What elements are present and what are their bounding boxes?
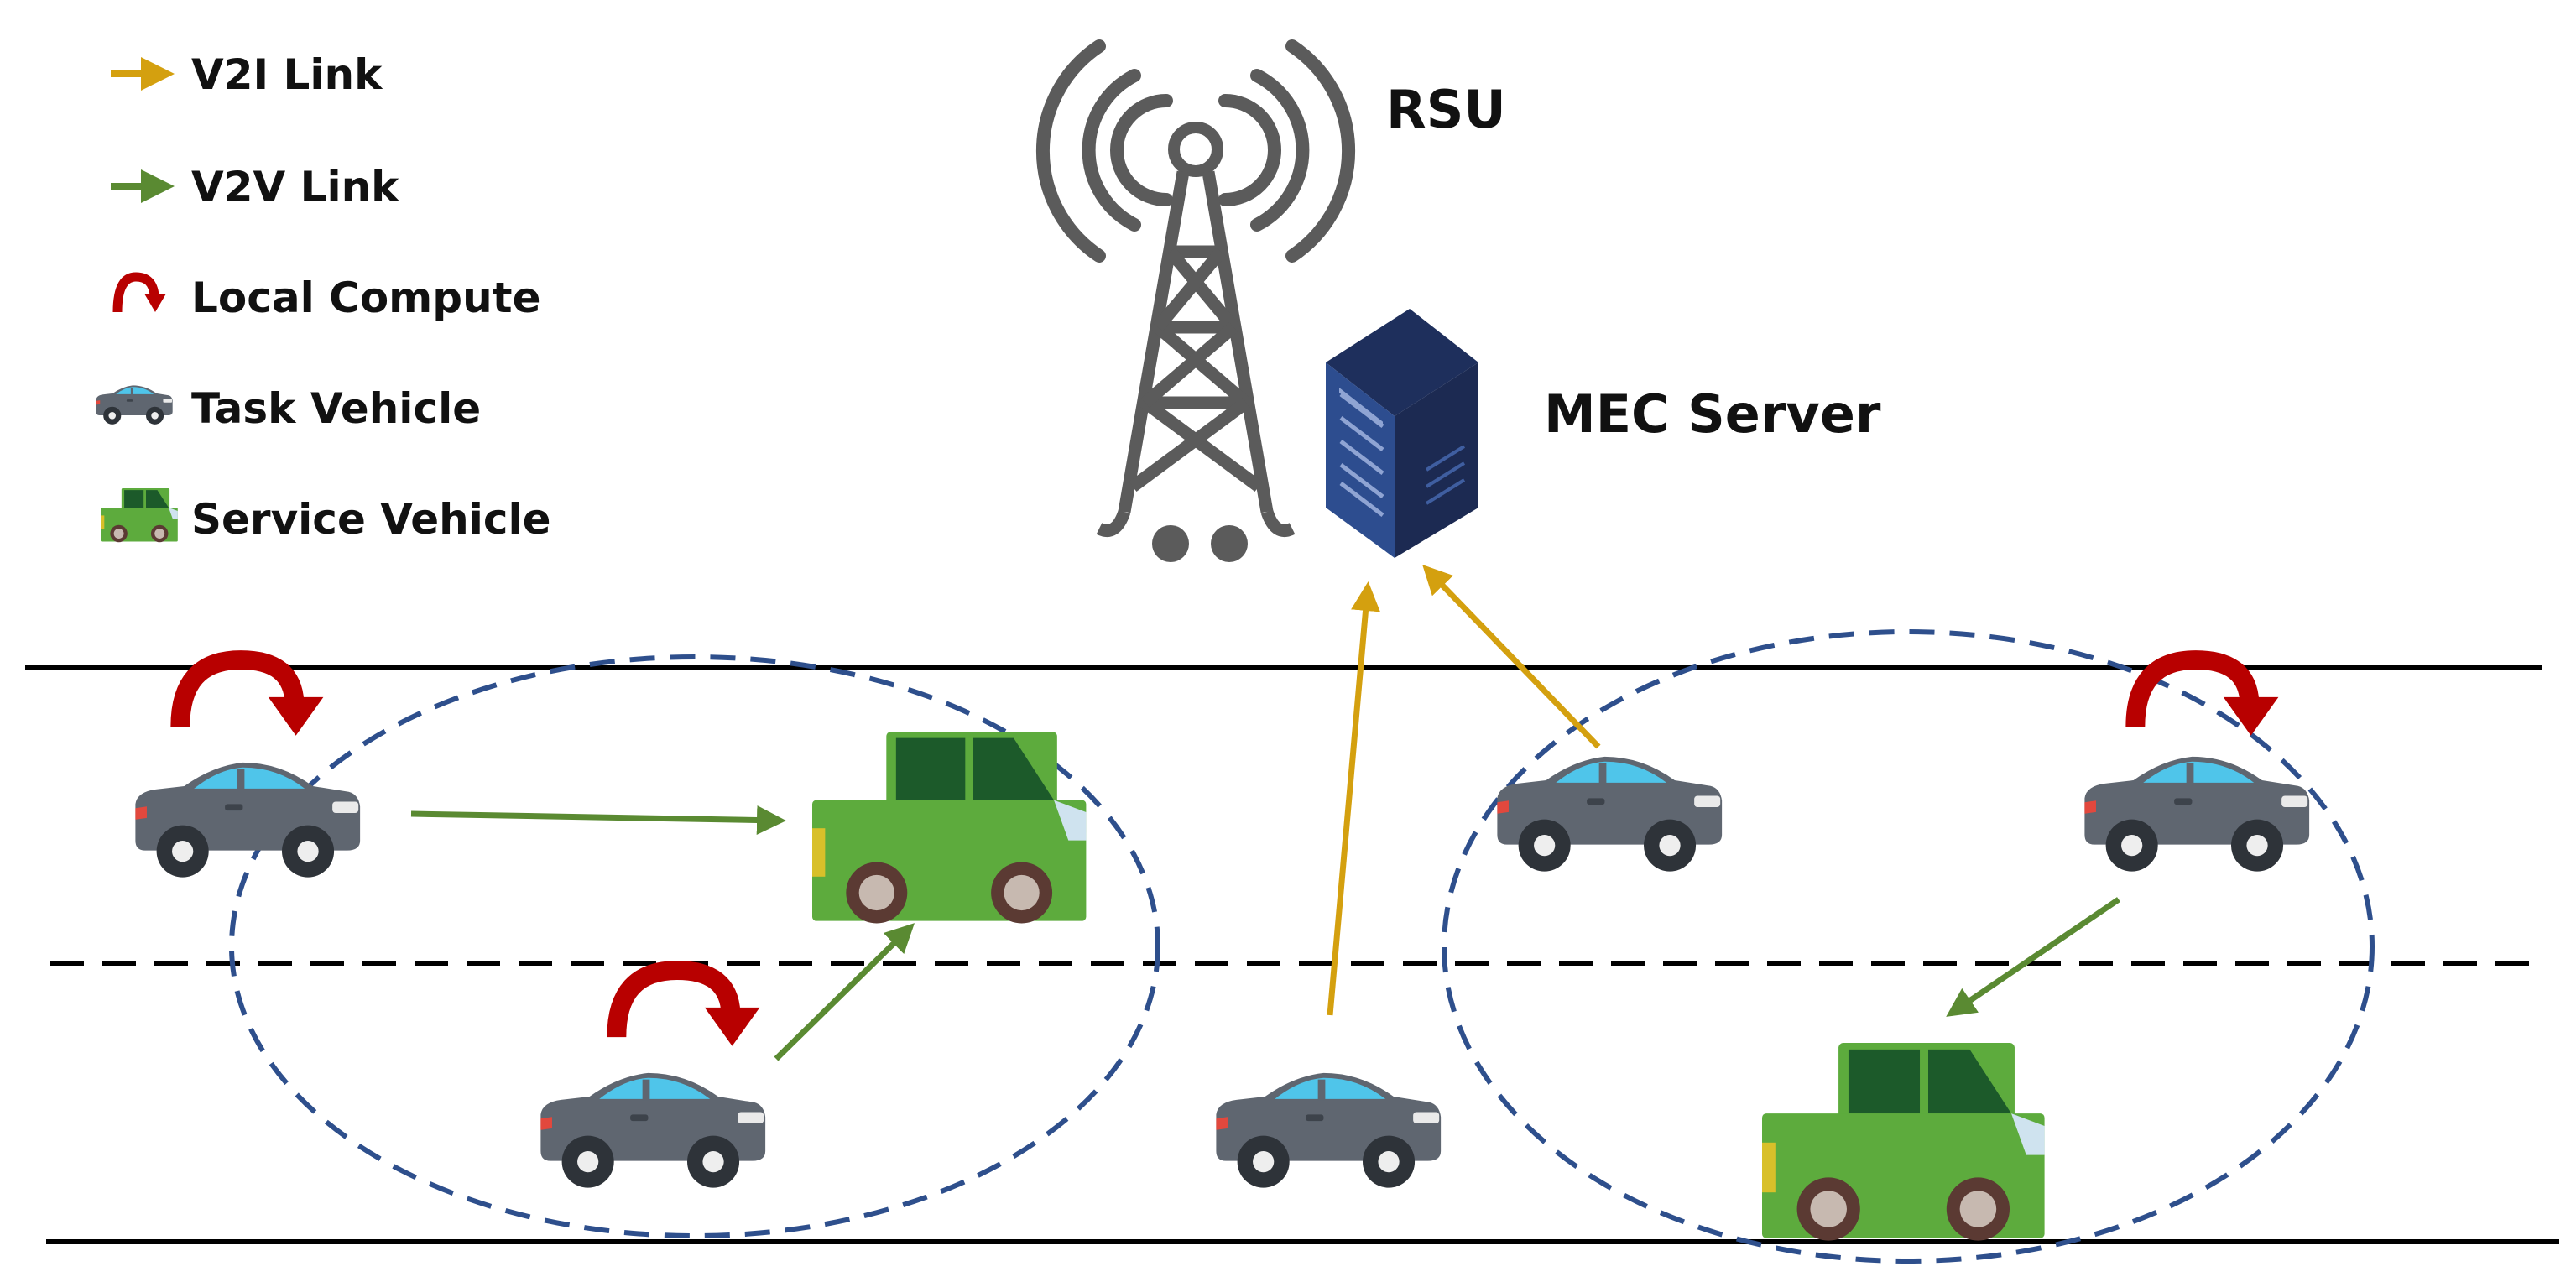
- legend: V2I Link V2V Link Local Compute Task Veh…: [96, 50, 551, 544]
- v2i-link: [1327, 581, 1380, 1016]
- task-vehicle: [1497, 756, 1723, 872]
- legend-item-task-vehicle: Task Vehicle: [96, 384, 481, 433]
- local-compute-arc: [180, 660, 324, 736]
- green-truck-icon: [101, 488, 178, 543]
- task-vehicle: [2084, 756, 2310, 872]
- legend-item-v2i: V2I Link: [111, 50, 383, 99]
- right-cluster-boundary: [1442, 629, 2375, 1264]
- v2v-links: [410, 805, 2120, 1061]
- task-vehicle: [135, 762, 361, 878]
- legend-item-local-compute: Local Compute: [112, 272, 540, 322]
- rsu-label: RSU: [1386, 79, 1506, 140]
- v2v-link: [410, 805, 786, 835]
- v2i-link: [1422, 564, 1601, 749]
- service-vehicle: [812, 732, 1087, 924]
- local-compute-arc: [2135, 660, 2279, 736]
- task-vehicle: [540, 1072, 766, 1188]
- legend-label-local-compute: Local Compute: [191, 274, 540, 322]
- local-compute-arc: [617, 971, 760, 1046]
- task-vehicle: [1216, 1072, 1442, 1188]
- legend-label-v2i: V2I Link: [191, 50, 383, 99]
- mec-server-label: MEC Server: [1544, 383, 1881, 445]
- legend-item-service-vehicle: Service Vehicle: [101, 488, 551, 544]
- rsu-tower-icon: [1036, 39, 1355, 562]
- service-vehicle: [1762, 1043, 2045, 1241]
- left-cluster-boundary: [229, 654, 1160, 1238]
- legend-label-task-vehicle: Task Vehicle: [191, 384, 481, 433]
- legend-item-v2v: V2V Link: [111, 163, 400, 211]
- legend-label-v2v: V2V Link: [191, 163, 400, 211]
- v2i-links: [1327, 564, 1601, 1016]
- gray-car-icon: [96, 385, 173, 425]
- legend-label-service-vehicle: Service Vehicle: [191, 495, 551, 544]
- red-curved-arrow-icon: [112, 272, 166, 313]
- mec-server-icon: [1326, 309, 1478, 558]
- v2v-link: [1946, 897, 2120, 1017]
- v2v-link: [774, 923, 915, 1061]
